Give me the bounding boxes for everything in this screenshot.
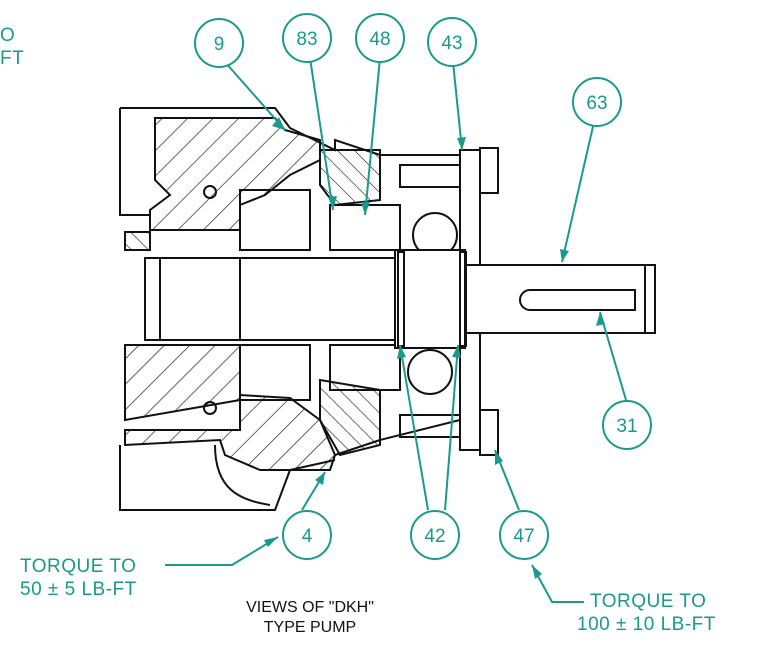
callout-label-4: 4	[302, 526, 313, 547]
callout-labels: 9 83 48 43 63 31 4 42 47	[214, 29, 638, 547]
note-left-line1: TORQUE TO	[20, 556, 137, 577]
callout-83	[282, 13, 332, 63]
caption-line2: TYPE PUMP	[263, 619, 357, 636]
note-right-line2: 100 ± 10 LB-FT	[577, 614, 716, 635]
callout-4	[282, 510, 332, 560]
callout-47	[499, 510, 549, 560]
housing-section	[119, 107, 656, 511]
note-right-line1: TORQUE TO	[590, 591, 707, 612]
leader-arrowheads	[264, 117, 605, 579]
callout-48	[355, 13, 405, 63]
callout-label-48: 48	[369, 29, 390, 50]
callout-label-43: 43	[441, 33, 462, 54]
note-left-line2: 50 ± 5 LB-FT	[20, 579, 137, 600]
callout-42	[410, 510, 460, 560]
note-top-left-line2: FT	[0, 48, 25, 69]
callout-label-9: 9	[214, 34, 225, 55]
callout-label-31: 31	[616, 416, 637, 437]
callout-43	[427, 17, 477, 67]
callout-bubbles	[194, 13, 652, 560]
caption-line1: VIEWS OF "DKH"	[246, 599, 374, 616]
callout-31	[602, 400, 652, 450]
callout-9	[194, 18, 244, 68]
callout-label-63: 63	[586, 93, 607, 114]
callout-label-47: 47	[513, 526, 534, 547]
figure-caption: VIEWS OF "DKH" TYPE PUMP	[230, 598, 390, 638]
callout-label-42: 42	[424, 526, 445, 547]
note-top-left-line1: O	[0, 25, 16, 46]
callout-label-83: 83	[296, 29, 317, 50]
callout-63	[572, 77, 622, 127]
